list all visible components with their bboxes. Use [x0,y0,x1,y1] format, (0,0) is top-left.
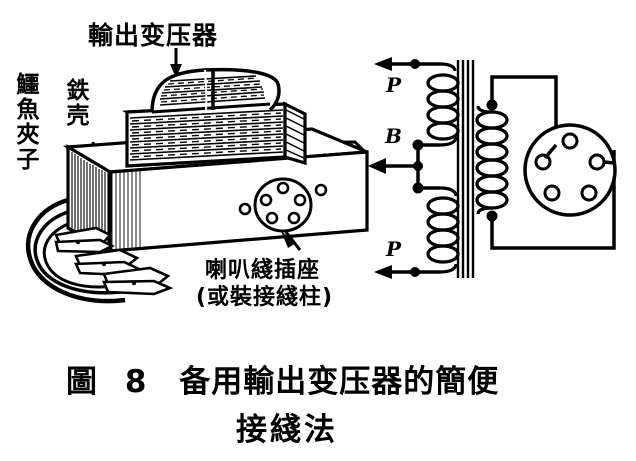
label-speaker-wire-socket: 喇叭綫插座 [205,258,321,283]
chassis-speaker-socket [238,177,328,233]
figure-number: 8 [124,364,153,400]
primary-winding-lower [426,186,460,274]
figure-caption-line-1: 圖 8 备用輸出变压器的簡便 [66,356,499,401]
label-alligator-clips: 鱷魚夾子 [12,72,38,172]
alligator-clip-1 [54,226,115,254]
primary-lead-p-top [374,57,440,71]
label-output-transformer: 輸出变压器 [88,21,219,50]
schematic-terminal-p-bottom: P [386,237,402,261]
pointer-arrow-speaker-socket [281,231,302,251]
lamination-stack [122,101,307,168]
pointer-arrow-output-transformer [170,48,182,78]
schematic-terminal-b: B [385,124,402,148]
figure-caption-line-2: 接綫法 [236,412,338,448]
figure-caption-prefix: 圖 [66,364,98,400]
label-iron-shell: 鉄壳 [62,78,88,128]
secondary-output-wiring [486,75,616,250]
tube-socket [523,123,617,217]
transformer-core [456,60,475,278]
transformer-bell-cover [150,67,281,114]
secondary-winding [475,105,509,215]
primary-lead-b-center [368,139,440,194]
primary-lead-p-bottom [374,265,440,279]
lead-wires [25,197,126,304]
label-or-install-binding-posts: (或裝接綫柱) [196,285,334,310]
schematic-terminal-p-top: P [386,73,402,97]
alligator-clip-3 [102,266,174,296]
figure-caption-text: 备用輸出变压器的簡便 [179,364,500,400]
primary-winding-upper [426,62,460,147]
